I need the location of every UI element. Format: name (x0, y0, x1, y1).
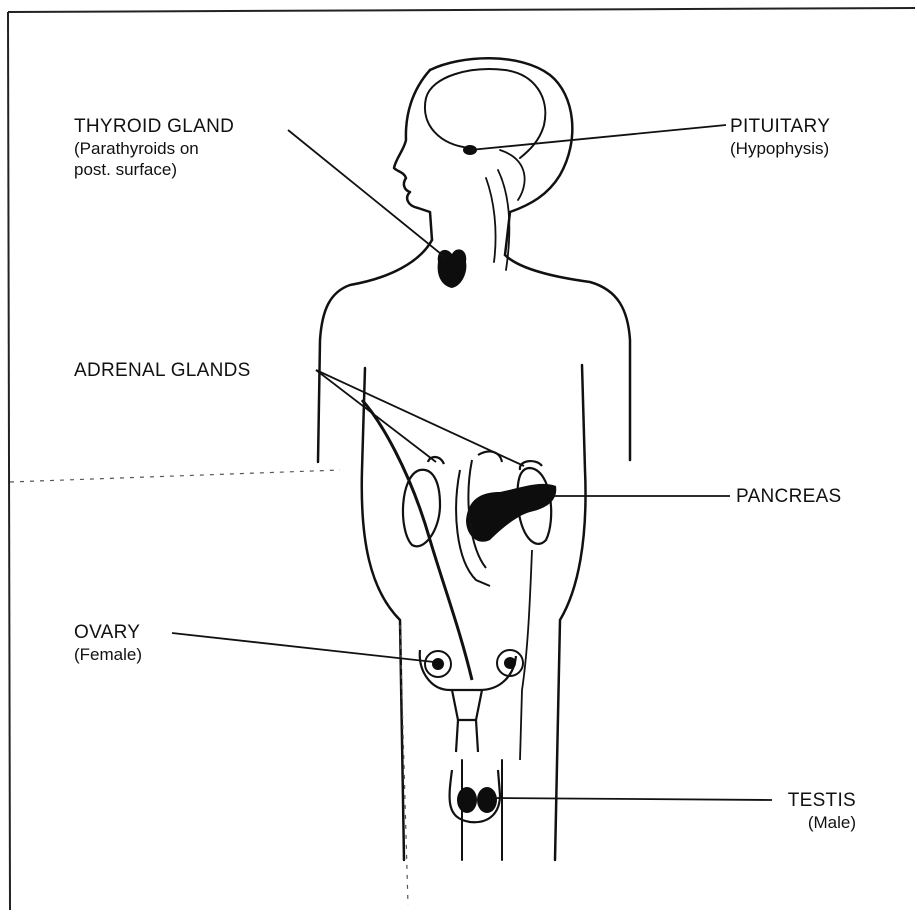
pituitary-label: PITUITARY (Hypophysis) (730, 116, 830, 159)
pituitary-name: PITUITARY (730, 116, 830, 138)
adrenal-leader-left (316, 370, 436, 462)
adrenal-leader-right (316, 370, 524, 466)
thyroid-leader (288, 130, 446, 258)
thyroid-name: THYROID GLAND (74, 116, 234, 138)
body-outline (318, 58, 630, 860)
testis-label: TESTIS (Male) (776, 790, 856, 833)
adrenal-name: ADRENAL GLANDS (74, 360, 251, 382)
pituitary-note: (Hypophysis) (730, 138, 830, 159)
ovaries (425, 650, 523, 677)
guide-dashes (10, 470, 408, 905)
pancreas-gland (466, 484, 556, 542)
ovary-note: (Female) (74, 644, 142, 665)
adrenal-label: ADRENAL GLANDS (74, 360, 251, 382)
testis-leader (492, 798, 772, 800)
pancreas-name: PANCREAS (736, 486, 842, 508)
testes (457, 787, 497, 813)
vessels (362, 400, 532, 760)
pituitary-leader (470, 125, 726, 150)
ovary-leader (172, 633, 434, 662)
ovary-label: OVARY (Female) (74, 622, 142, 665)
thyroid-label: THYROID GLAND (Parathyroids on post. sur… (74, 116, 234, 180)
pancreas-label: PANCREAS (736, 486, 842, 508)
testis-name: TESTIS (776, 790, 856, 812)
testis-note: (Male) (776, 812, 856, 833)
ovary-name: OVARY (74, 622, 142, 644)
thyroid-note-line1: (Parathyroids on (74, 138, 234, 159)
thyroid-note-line2: post. surface) (74, 159, 234, 180)
